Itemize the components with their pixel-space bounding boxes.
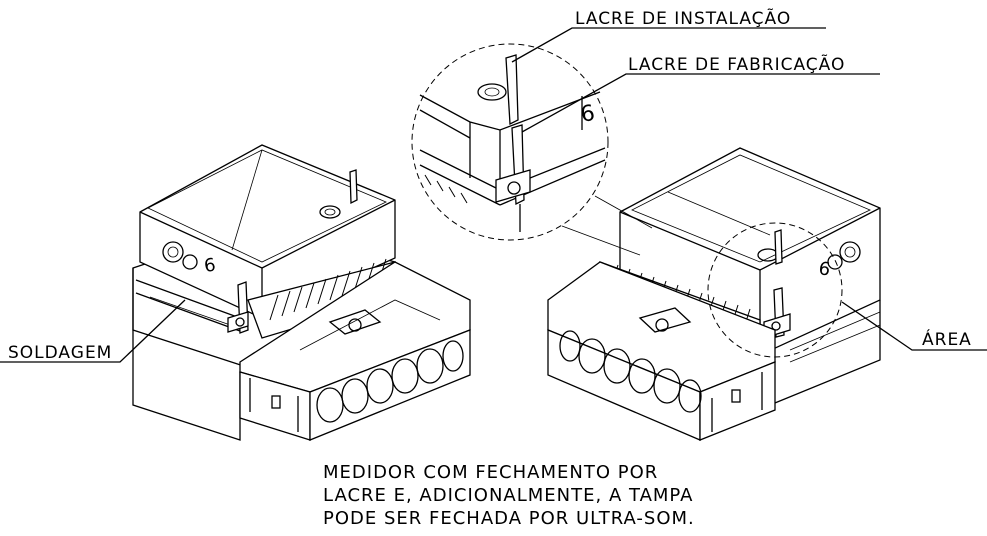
detail-magnifier: 6 (411, 43, 609, 241)
label-lacre-fabricacao: LACRE DE FABRICAÇÃO (628, 53, 845, 75)
leader-area: ÁREA (841, 301, 987, 351)
left-terminal-cover (239, 261, 471, 441)
label-lacre-instalacao: LACRE DE INSTALAÇÃO (575, 7, 791, 29)
detail-meter-digit: 6 (579, 101, 598, 128)
left-meter: 6 (132, 144, 471, 441)
caption: MEDIDOR COM FECHAMENTO POR LACRE E, ADIC… (323, 462, 695, 529)
label-soldagem: SOLDAGEM (8, 343, 112, 363)
right-meter: 6 (547, 147, 881, 441)
left-meter-digit: 6 (203, 254, 218, 277)
right-terminal-cover (547, 261, 776, 441)
leader-lacre-instalacao: LACRE DE INSTALAÇÃO (511, 7, 826, 63)
caption-line-2: LACRE E, ADICIONALMENTE, A TAMPA (323, 485, 693, 506)
area-detail-circle (707, 222, 843, 358)
label-area: ÁREA (922, 328, 972, 350)
leader-soldagem: SOLDAGEM (0, 299, 186, 363)
right-meter-digit: 6 (817, 258, 832, 281)
right-display-icon: 6 (817, 241, 861, 281)
caption-line-3: PODE SER FECHADA POR ULTRA-SOM. (323, 508, 695, 529)
caption-line-1: MEDIDOR COM FECHAMENTO POR (323, 462, 658, 483)
left-display-icon: 6 (162, 241, 218, 277)
leader-lacre-fabricacao: LACRE DE FABRICAÇÃO (521, 53, 880, 133)
